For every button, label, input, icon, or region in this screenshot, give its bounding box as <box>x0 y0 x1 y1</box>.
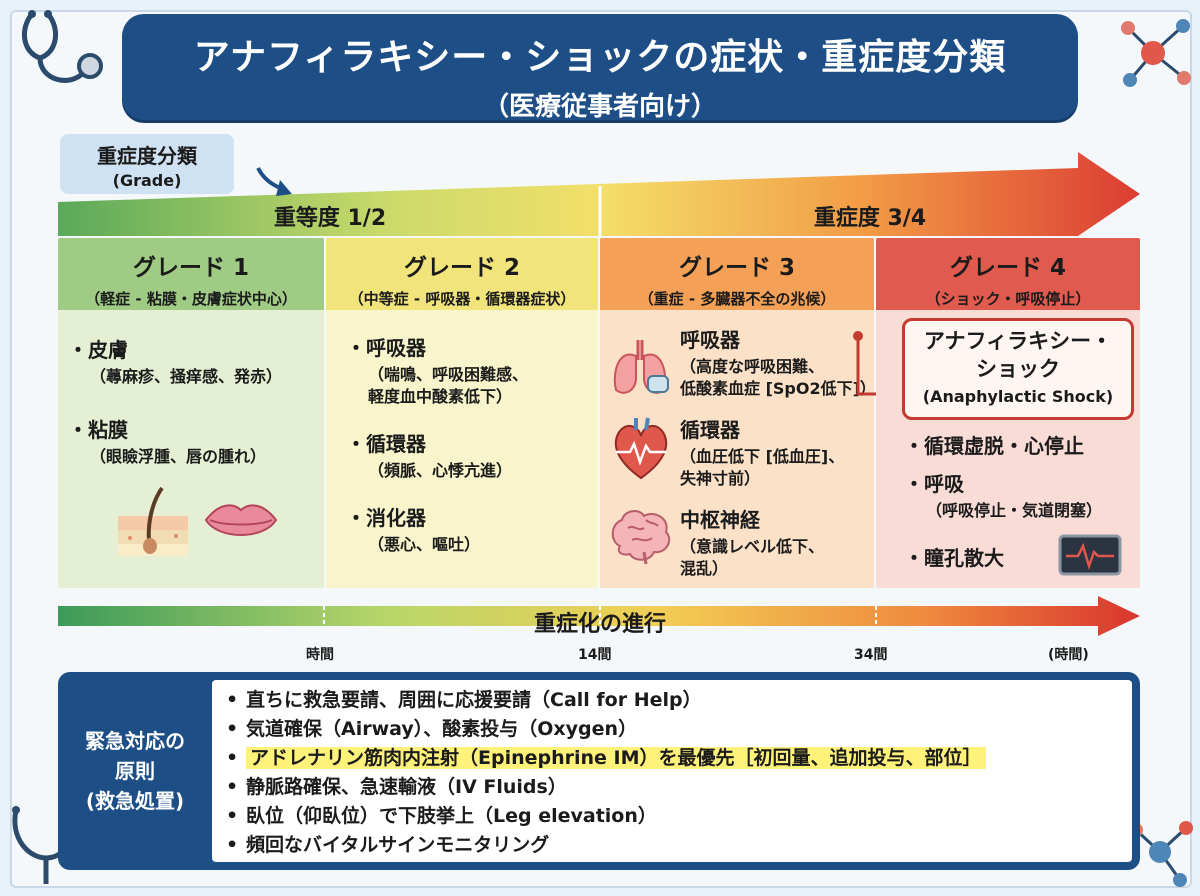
timeline-label: 重症化の進行 <box>533 612 666 637</box>
emergency-item: •臥位（仰臥位）で下肢挙上（Leg elevation） <box>226 805 657 827</box>
emergency-item-highlight: •アドレナリン筋肉内注射（Epinephrine IM）を最優先［初回量、追加投… <box>226 744 1132 773</box>
grade-4-name: グレード 4 <box>949 255 1066 281</box>
band-label-right: 重症度 3/4 <box>813 206 927 231</box>
monitor-icon <box>1058 534 1122 576</box>
page-subtitle: （医療従事者向け） <box>482 92 717 122</box>
grade-4-column: グレード 4 （ショック・呼吸停止） アナフィラキシー・ ショック (Anaph… <box>876 238 1140 588</box>
emergency-list-box: •直ちに救急要請、周囲に応援要請（Call for Help） •気道確保（Ai… <box>212 680 1132 862</box>
emergency-item: •直ちに救急要請、周囲に応援要請（Call for Help） <box>226 689 702 711</box>
lungs-icon <box>613 340 669 394</box>
grade-2-column: グレード 2 （中等症 - 呼吸器・循環器症状） ・呼吸器 （喘鳴、呼吸困難感、… <box>326 238 598 588</box>
grade-label: 重症度分類 (Grade) <box>60 134 234 194</box>
grade-2-header: グレード 2 （中等症 - 呼吸器・循環器症状） <box>326 238 598 310</box>
grade-2-desc: （中等症 - 呼吸器・循環器症状） <box>348 290 576 308</box>
emergency-heading: 緊急対応の 原則 (救急処置) <box>85 729 185 813</box>
emergency-item: •静脈路確保、急速輸液（IV Fluids） <box>226 776 567 798</box>
grade-1-column: グレード 1 （軽症 - 粘膜・皮膚症状中心） ・皮膚 （蕁麻疹、掻痒感、発赤）… <box>58 238 324 588</box>
arrow-pointer-icon <box>256 167 292 196</box>
emergency-list: •直ちに救急要請、周囲に応援要請（Call for Help） •気道確保（Ai… <box>212 680 1132 860</box>
grade-3-column: グレード 3 （重症 - 多臓器不全の兆候） 呼吸器 （高度な呼吸困難、 低酸素… <box>600 238 874 588</box>
emergency-item: •頻回なバイタルサインモニタリング <box>226 834 550 856</box>
heart-icon <box>614 417 668 480</box>
grade-4-desc: （ショック・呼吸停止） <box>925 290 1091 308</box>
grade-3-desc: （重症 - 多臓器不全の兆候） <box>638 290 836 308</box>
lips-icon <box>204 504 278 536</box>
band-label-left: 重等度 1/2 <box>273 206 387 231</box>
grade-4-header: グレード 4 （ショック・呼吸停止） <box>876 238 1140 310</box>
symptom-cardiac-arrest: ・循環虚脱・心停止 <box>904 434 1084 458</box>
progression-timeline <box>58 596 1140 636</box>
emergency-item: •気道確保（Airway）、酸素投与（Oxygen） <box>226 718 638 740</box>
symptom-mucosa: ・粘膜 （眼瞼浮腫、唇の腫れ） <box>68 418 267 466</box>
shock-title-en: (Anaphylactic Shock) <box>922 387 1114 406</box>
title-banner: アナフィラキシー・ショックの症状・重症度分類 （医療従事者向け） <box>122 14 1078 122</box>
grade-3-header: グレード 3 （重症 - 多臓器不全の兆候） <box>600 238 874 310</box>
skin-icon <box>118 486 188 556</box>
stethoscope-icon <box>22 10 103 83</box>
symptom-cns: 中枢神経 （意識レベル低下、 混乱） <box>680 508 825 578</box>
brain-icon <box>611 510 671 565</box>
timeline-tick-4: (時間) <box>1048 647 1089 663</box>
symptom-digestive: ・消化器 （悪心、嘔吐） <box>346 506 481 554</box>
grade-3-name: グレード 3 <box>678 255 795 281</box>
timeline-tick-3: 34間 <box>854 647 888 663</box>
page-title: アナフィラキシー・ショックの症状・重症度分類 <box>193 37 1007 78</box>
grade-2-name: グレード 2 <box>403 255 520 281</box>
symptom-pupil: ・瞳孔散大 <box>904 546 1004 570</box>
symptom-respiratory-severe: 呼吸器 （高度な呼吸困難、 低酸素血症 [SpO2低下]） <box>680 328 874 398</box>
timeline-tick-2: 14間 <box>578 647 612 663</box>
severity-arrow <box>58 152 1140 236</box>
symptom-circulatory: ・循環器 （頻脈、心悸亢進） <box>346 432 513 480</box>
grade-1-desc: （軽症 - 粘膜・皮膚症状中心） <box>85 290 297 308</box>
symptom-breathing: ・呼吸 （呼吸停止・気道閉塞） <box>904 472 1103 520</box>
emergency-panel: 緊急対応の 原則 (救急処置) •直ちに救急要請、周囲に応援要請（Call fo… <box>58 672 1140 870</box>
timeline-tick-1: 時間 <box>306 647 334 663</box>
symptom-respiratory: ・呼吸器 （喘鳴、呼吸困難感、 軽度血中酸素低下） <box>346 336 529 406</box>
molecule-icon <box>1121 19 1191 87</box>
molecule-icon <box>1129 821 1193 887</box>
grade-1-name: グレード 1 <box>132 255 249 281</box>
symptom-skin: ・皮膚 （蕁麻疹、掻痒感、発赤） <box>68 338 283 386</box>
symptom-circulatory-severe: 循環器 （血圧低下 [低血圧]、 失神寸前） <box>680 418 845 488</box>
shock-title: アナフィラキシー・ ショック <box>923 329 1113 381</box>
grade-1-header: グレード 1 （軽症 - 粘膜・皮膚症状中心） <box>58 238 324 310</box>
anaphylactic-shock-box: アナフィラキシー・ ショック (Anaphylactic Shock) <box>902 318 1134 420</box>
